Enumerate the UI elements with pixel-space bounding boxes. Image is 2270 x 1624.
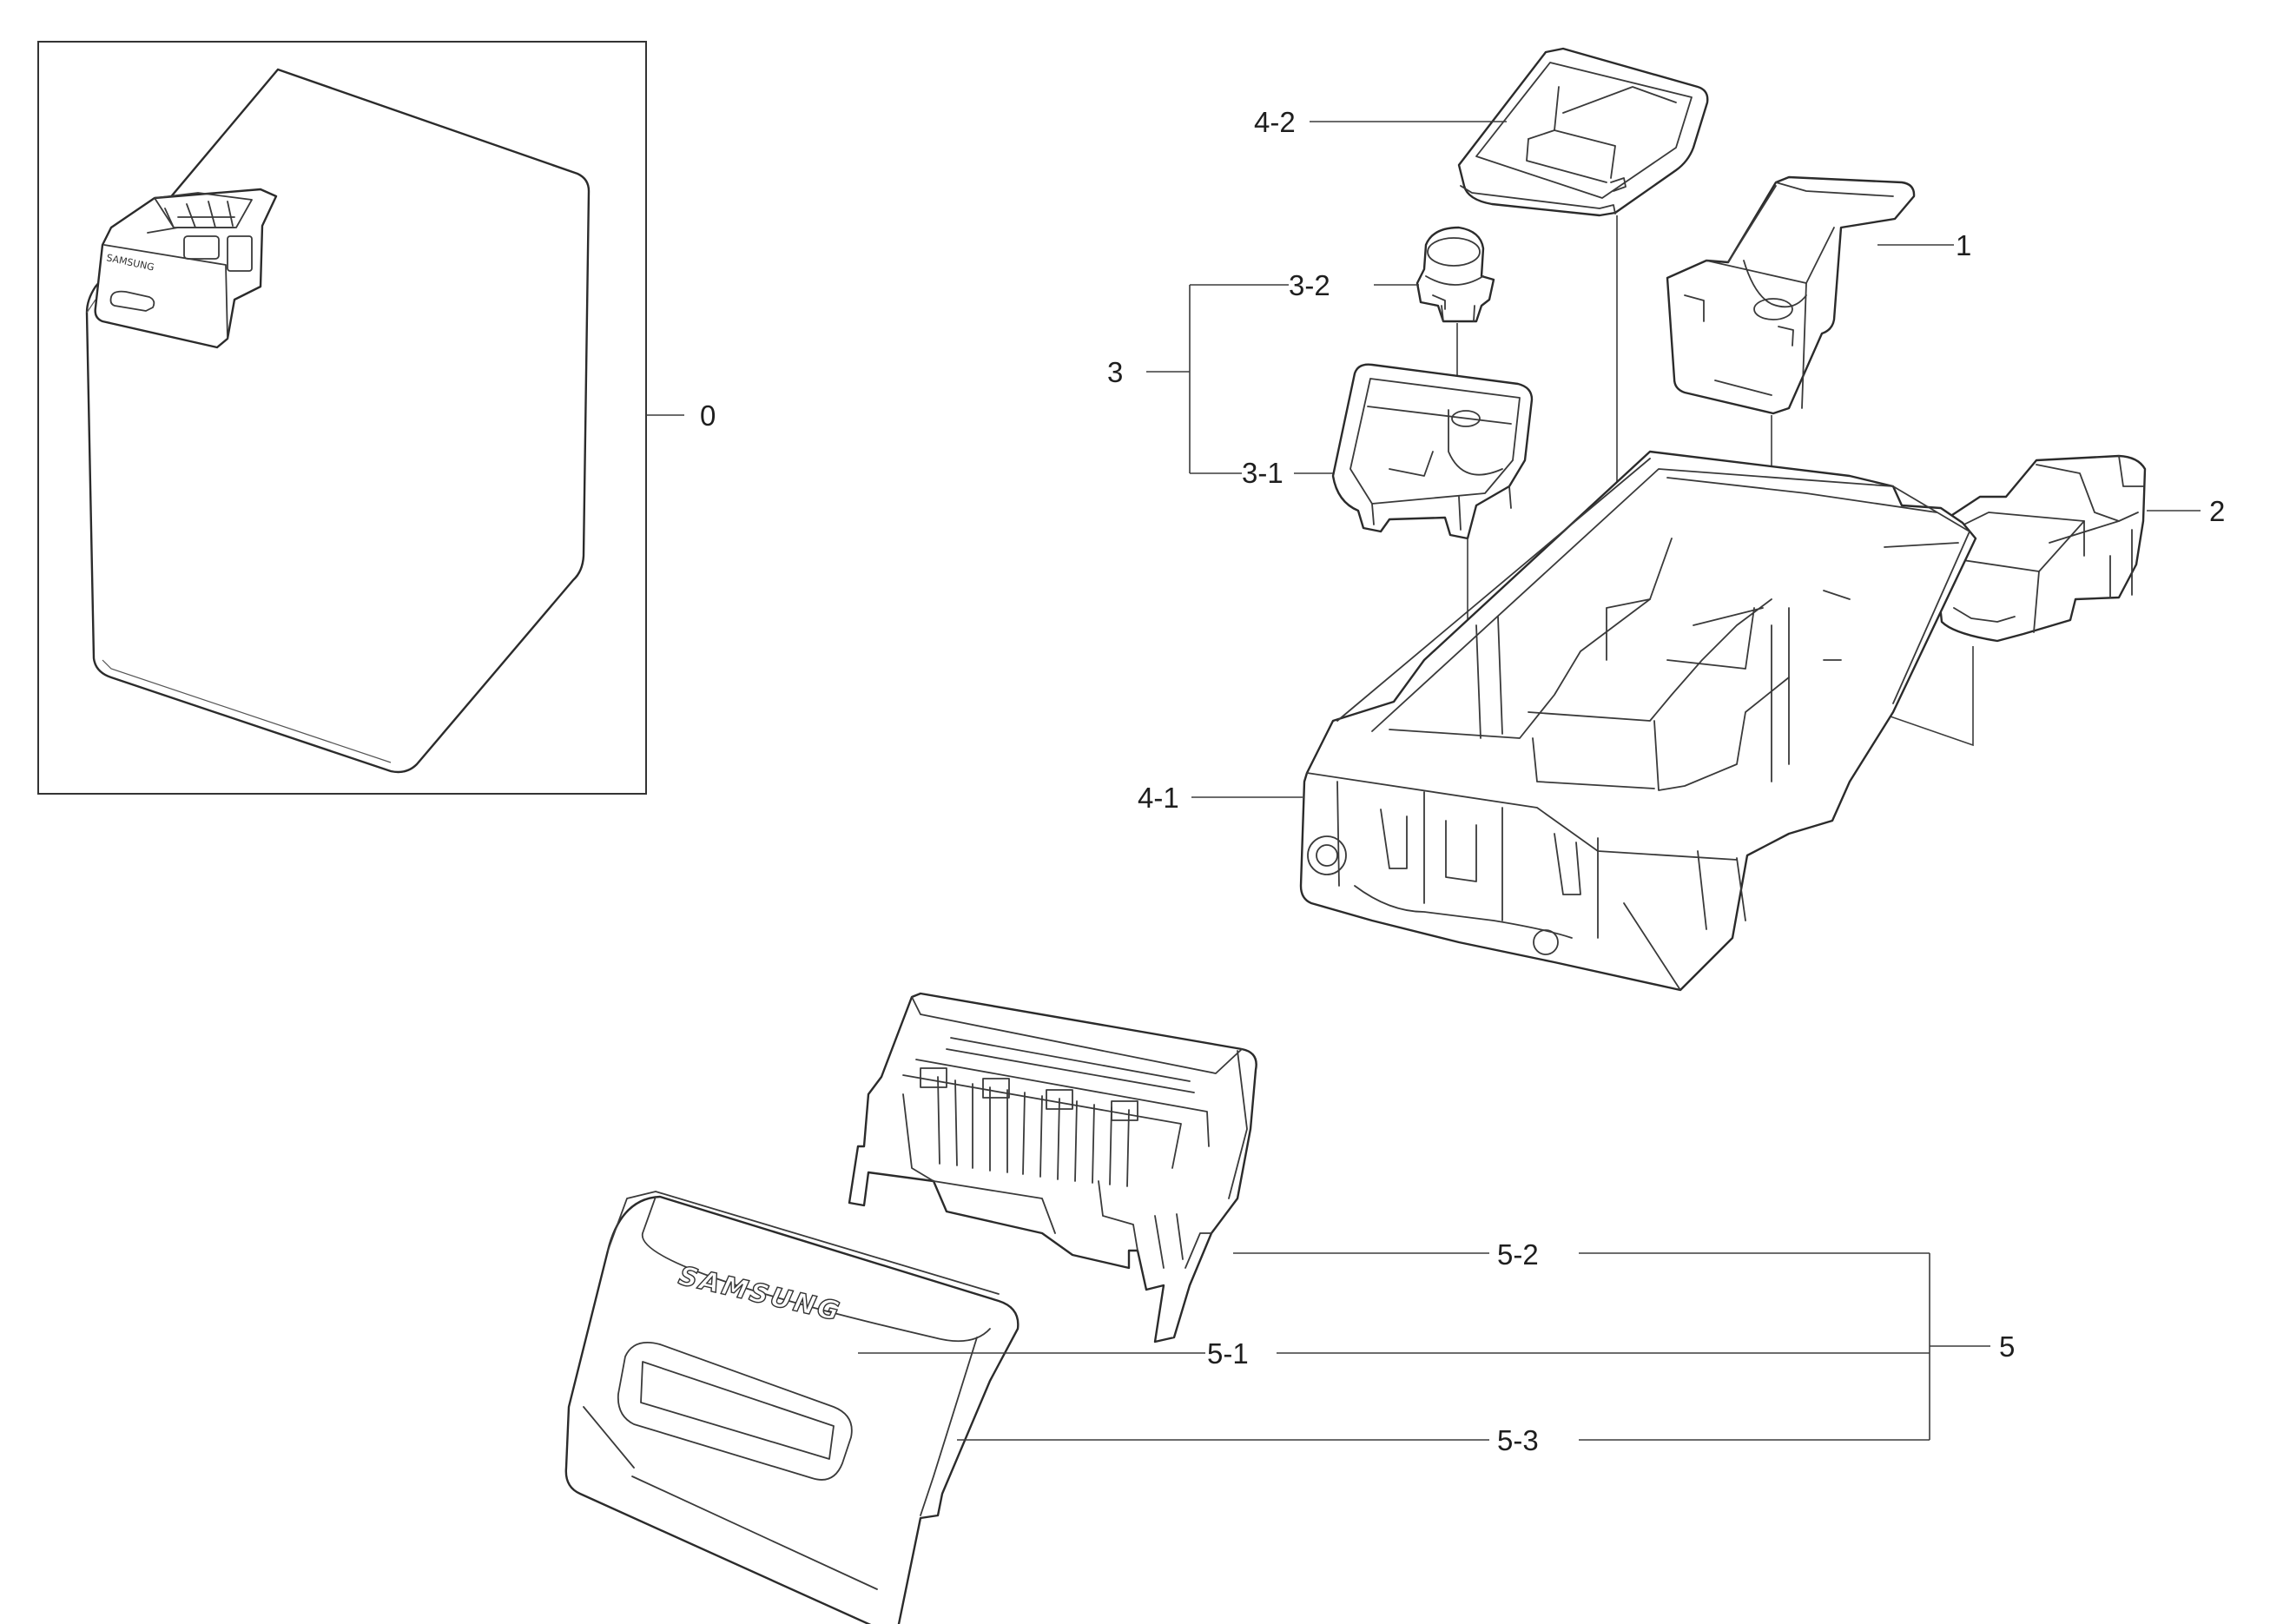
- part-3-1-bleach-cup: 3-1 3: [1107, 284, 1534, 686]
- callout-4-2: 4-2: [1254, 106, 1296, 138]
- part-3-2-siphon-cap: 3-2: [1289, 226, 1495, 408]
- callout-3-1: 3-1: [1242, 457, 1283, 489]
- front-frame-grille: [920, 1067, 1138, 1187]
- part-5-2-front-frame: 5-2: [848, 992, 1930, 1343]
- part-0-frame: [37, 41, 647, 795]
- callout-4-1: 4-1: [1138, 782, 1179, 814]
- callout-3: 3: [1107, 356, 1123, 388]
- part-5-1-handle-panel: SAMSUNG 5-1 5-3 5: [564, 1191, 2015, 1624]
- callout-1: 1: [1956, 229, 1971, 261]
- handle-grip: [617, 1341, 853, 1481]
- part-4-1-drawer-body: 4-1: [1138, 450, 1977, 992]
- callout-5-3: 5-3: [1497, 1424, 1539, 1456]
- part-2-prewash-cup: 2: [1601, 454, 2225, 747]
- callout-0: 0: [700, 399, 716, 432]
- callout-5-1: 5-1: [1207, 1337, 1249, 1370]
- washer-drawer-thumbnail: SAMSUNG: [94, 188, 278, 349]
- callout-2: 2: [2209, 495, 2225, 527]
- callout-5-2: 5-2: [1497, 1238, 1539, 1271]
- callout-3-2: 3-2: [1289, 269, 1330, 301]
- washer-cabinet: [85, 68, 591, 774]
- part-0-washer-assembly: SAMSUNG 0: [37, 41, 716, 795]
- callout-5: 5: [1999, 1330, 2015, 1363]
